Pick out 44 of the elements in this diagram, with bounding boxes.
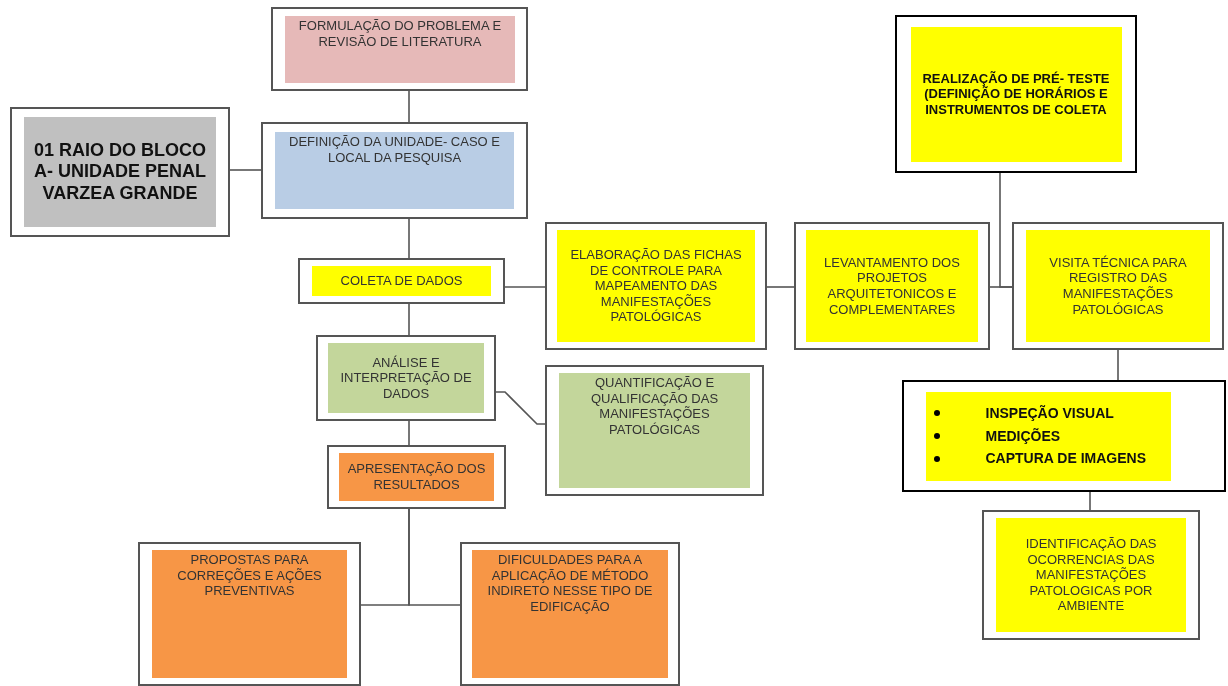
list-item: CAPTURA DE IMAGENS: [985, 450, 1146, 468]
connector-line: [766, 286, 795, 288]
process-box: [895, 15, 1137, 173]
connector-line: [1089, 491, 1091, 511]
process-box: [982, 510, 1200, 640]
connector-line: [495, 391, 546, 425]
step-label: APRESENTAÇÃO DOS RESULTADOS: [339, 453, 494, 501]
process-box: [316, 335, 496, 421]
connector-line: [504, 286, 546, 288]
connector-line: [408, 508, 461, 606]
process-box: [261, 122, 528, 219]
step-label: COLETA DE DADOS: [312, 266, 491, 296]
process-box: [298, 258, 505, 304]
step-label: FORMULAÇÃO DO PROBLEMA E REVISÃO DE LITERATURA: [285, 16, 515, 83]
process-box: [902, 380, 1226, 492]
process-box: [794, 222, 990, 350]
process-box: [327, 445, 506, 509]
step-label: LEVANTAMENTO DOS PROJETOS ARQUITETONICOS E COMPLEMENTARES: [806, 230, 978, 342]
process-box: [1012, 222, 1224, 350]
process-box: [138, 542, 361, 686]
connector-line: [1117, 349, 1119, 381]
step-label: QUANTIFICAÇÃO E QUALIFICAÇÃO DAS MANIFESTAÇÕES PATOLÓGICAS: [559, 373, 750, 488]
process-box: [271, 7, 528, 91]
step-label: DIFICULDADES PARA A APLICAÇÃO DE MÉTODO INDIRETO NESSE TIPO DE EDIFICAÇÃO: [472, 550, 668, 678]
process-box: [545, 222, 767, 350]
connector-line: [408, 303, 410, 336]
list-item: MEDIÇÕES: [985, 427, 1061, 445]
process-box: [460, 542, 680, 686]
step-label: DEFINIÇÃO DA UNIDADE- CASO E LOCAL DA PESQUISA: [275, 132, 514, 209]
step-label: PROPOSTAS PARA CORREÇÕES E AÇÕES PREVENTIVAS: [152, 550, 347, 678]
step-label: IDENTIFICAÇÃO DAS OCORRENCIAS DAS MANIFESTAÇÕES PATOLOGICAS POR AMBIENTE: [996, 518, 1186, 632]
step-label: 01 RAIO DO BLOCO A- UNIDADE PENAL VARZEA GRANDE: [24, 117, 216, 227]
connector-line: [229, 169, 262, 171]
connector-line: [408, 218, 410, 259]
connector-line: [408, 90, 410, 123]
step-label: ANÁLISE E INTERPRETAÇÃO DE DADOS: [328, 343, 484, 413]
process-box: [10, 107, 230, 237]
connector-line: [408, 420, 410, 446]
step-label: ELABORAÇÃO DAS FICHAS DE CONTROLE PARA MAPEAMENTO DAS MANIFESTAÇÕES PATOLÓGICAS: [557, 230, 755, 342]
step-label: VISITA TÉCNICA PARA REGISTRO DAS MANIFESTAÇÕES PATOLÓGICAS: [1026, 230, 1210, 342]
list-item: INSPEÇÃO VISUAL: [985, 404, 1114, 422]
process-box: [545, 365, 764, 496]
step-label: REALIZAÇÃO DE PRÉ- TESTE (DEFINIÇÃO DE HORÁRIOS E INSTRUMENTOS DE COLETA: [910, 26, 1122, 162]
connector-line: [999, 172, 1013, 288]
